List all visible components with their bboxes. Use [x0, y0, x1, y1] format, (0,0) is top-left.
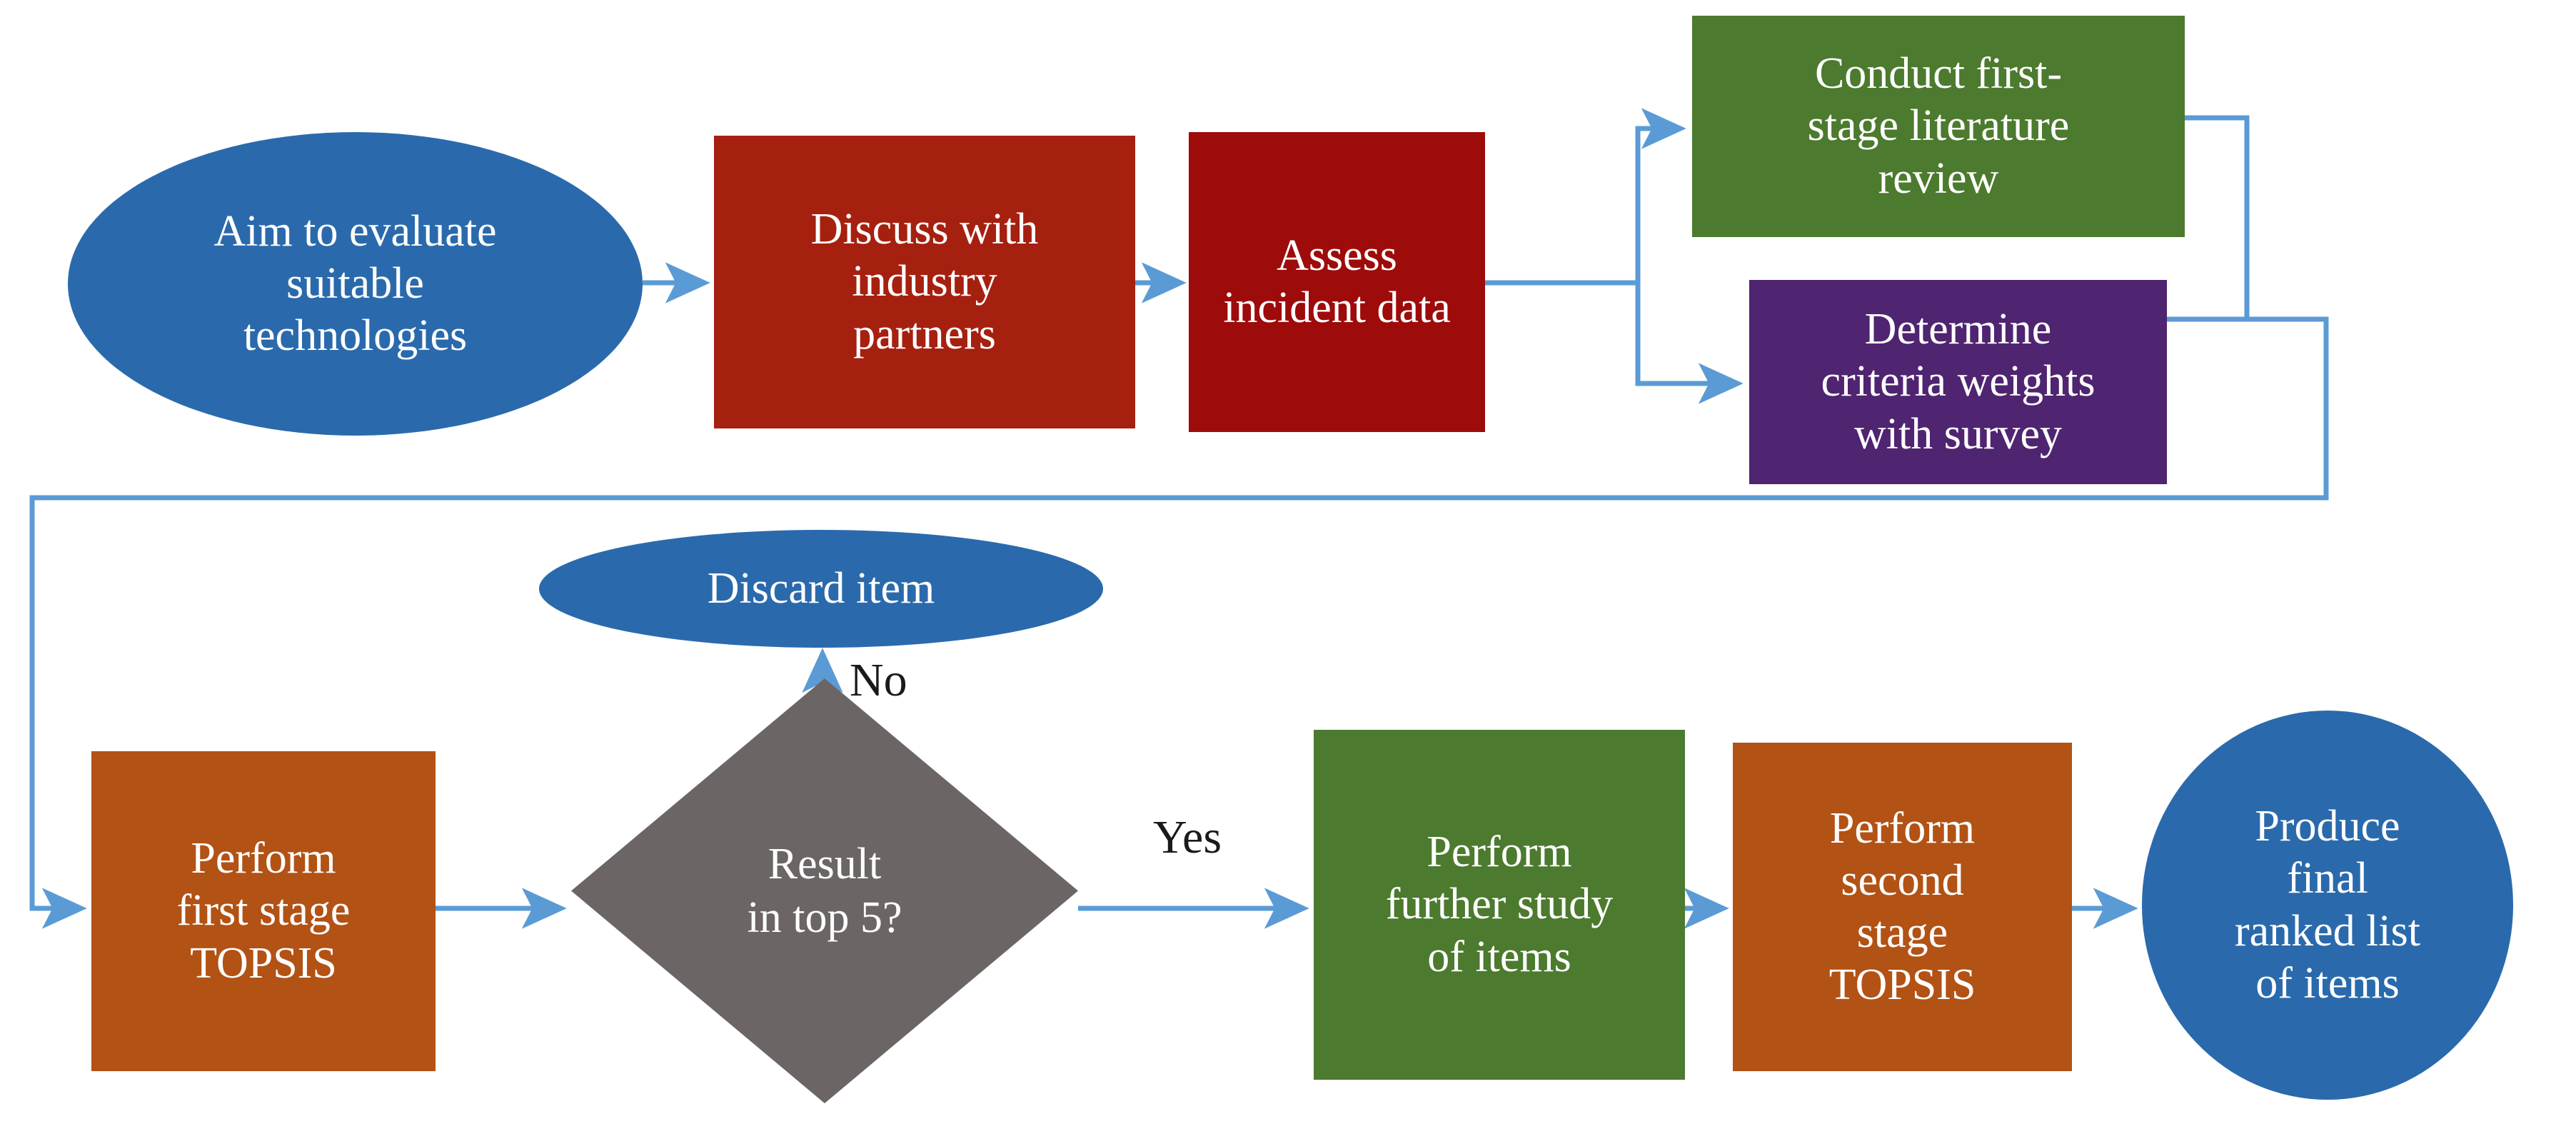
edge-assess-to-literature: [1635, 108, 1686, 283]
node-label: Perform first stage TOPSIS: [176, 834, 351, 988]
node-decision-result-in-top-5[interactable]: Result in top 5?: [571, 678, 1078, 1103]
node-aim-to-evaluate-suitable-technologies[interactable]: Aim to evaluate suitable technologies: [68, 132, 643, 436]
edge-literature-to-bus: [2185, 115, 2250, 319]
edge-label-yes: Yes: [1153, 811, 1222, 863]
node-discuss-with-industry-partners[interactable]: Discuss with industry partners: [714, 136, 1135, 428]
node-label: Perform second stage TOPSIS: [1828, 803, 1976, 1010]
node-conduct-first-stage-literature-review[interactable]: Conduct first- stage literature review: [1692, 16, 2185, 237]
node-label: Assess incident data: [1223, 231, 1451, 332]
node-label: Conduct first- stage literature review: [1807, 49, 2070, 203]
node-label: Discard item: [707, 563, 935, 613]
node-label: Result in top 5?: [747, 840, 902, 942]
node-label: Perform further study of items: [1385, 828, 1614, 981]
node-produce-final-ranked-list-of-items[interactable]: Produce final ranked list of items: [2142, 711, 2513, 1100]
node-label: Determine criteria weights with survey: [1821, 305, 2095, 458]
node-label: Discuss with industry partners: [810, 205, 1039, 358]
node-label: Produce final ranked list of items: [2235, 802, 2420, 1008]
node-perform-further-study-of-items[interactable]: Perform further study of items: [1314, 730, 1685, 1080]
node-perform-second-stage-topsis[interactable]: Perform second stage TOPSIS: [1733, 743, 2072, 1071]
node-discard-item[interactable]: Discard item: [539, 530, 1103, 648]
node-perform-first-stage-topsis[interactable]: Perform first stage TOPSIS: [91, 751, 436, 1071]
node-label: Aim to evaluate suitable technologies: [213, 206, 497, 361]
node-determine-criteria-weights-with-survey[interactable]: Determine criteria weights with survey: [1749, 280, 2167, 484]
edge-assess-to-weights: [1635, 283, 1744, 404]
edge-label-no: No: [850, 654, 907, 706]
node-assess-incident-data[interactable]: Assess incident data: [1189, 132, 1485, 432]
